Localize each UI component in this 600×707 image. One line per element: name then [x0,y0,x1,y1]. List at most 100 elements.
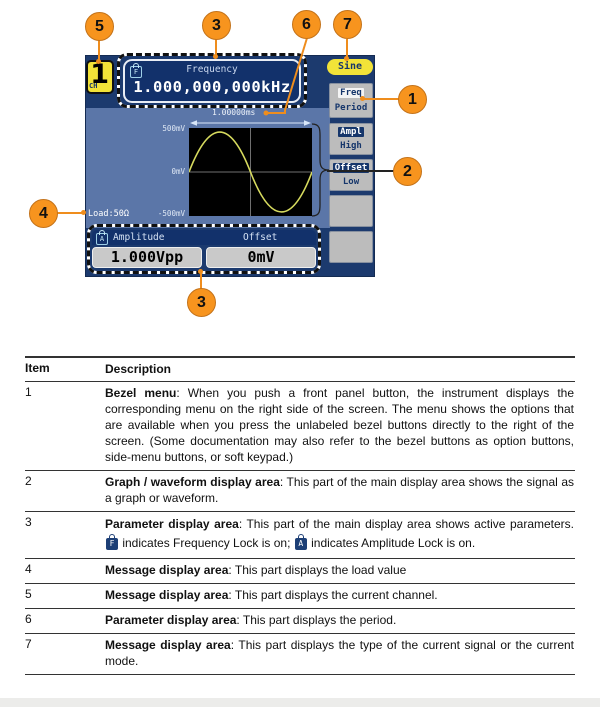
callout-line-5 [98,40,100,62]
callout-3-bottom: 3 [187,288,216,317]
frequency-parameter-box: F Frequency 1.000,000,000kHz [123,59,301,103]
callout-6: 6 [292,10,321,39]
row-term: Parameter display area [105,517,239,531]
row-text: indicates Frequency Lock is on; [119,536,294,550]
table-row: 7 Message display area: This part displa… [25,634,575,675]
parameter-header-bar: A Amplitude Offset [92,229,316,245]
row-text: : This part displays the current channel… [228,588,438,602]
row-description: Parameter display area: This part of the… [105,515,575,553]
row-item-number: 3 [25,515,32,529]
bezel-item-freq: Freq [338,88,364,99]
frequency-label: Frequency [186,64,238,75]
table-header-row: Item Description [25,356,575,382]
bezel-item-low: Low [342,176,360,187]
table-row: 6 Parameter display area: This part disp… [25,609,575,634]
amplitude-lock-inline-icon: A [294,533,307,550]
period-dimension-line [190,120,311,126]
signal-type-badge: Sine [327,59,373,75]
callout-line-4 [57,212,85,214]
callout-line-1 [363,98,399,100]
callout-dot-7 [344,56,349,61]
amplitude-lock-icon: A [96,229,108,245]
row-description: Message display area: This part displays… [105,637,575,669]
row-text: : This part of the main display area sho… [238,517,575,531]
graph-ymin-label: -500mV [157,209,185,218]
sine-wave-plot [188,128,313,216]
row-description: Graph / waveform display area: This part… [105,474,575,506]
row-term: Bezel menu [105,386,177,400]
callout-2: 2 [393,157,422,186]
channel-badge: CH 1 [86,59,114,94]
row-description: Message display area: This part displays… [105,562,575,578]
page-bottom-strip [0,698,600,707]
row-text: indicates Amplitude Lock is on. [307,536,476,550]
callout-1: 1 [398,85,427,114]
table-row: 1 Bezel menu: When you push a front pane… [25,382,575,471]
row-item-number: 2 [25,474,32,488]
row-description: Parameter display area: This part displa… [105,612,575,628]
bezel-item-offset: Offset [332,163,370,174]
row-term: Graph / waveform display area [105,475,280,489]
table-row: 4 Message display area: This part displa… [25,559,575,584]
callout-dot-3-bottom [198,269,203,274]
period-readout: 1.00000ms [212,108,256,117]
callout-dot-1 [360,96,365,101]
row-item-number: 1 [25,385,32,399]
param-dash-outline [87,224,321,274]
callout-line-3-top [215,39,217,56]
header-item: Item [25,361,50,375]
frequency-lock-icon: F [130,63,142,78]
freq-dash-outline [117,53,307,108]
row-term: Message display area [105,638,231,652]
amplitude-value: 1.000Vpp [92,247,202,268]
bezel-group-offset-low: Offset Low [329,159,373,191]
row-text: : This part displays the period. [236,613,397,627]
bezel-group-empty-2 [329,231,373,263]
item-description-table: Item Description 1 Bezel menu: When you … [25,356,575,675]
row-item-number: 5 [25,587,32,601]
callout-line-6 [263,37,308,116]
channel-prefix: CH [89,82,98,90]
callout-5: 5 [85,12,114,41]
graph-ymax-label: 500mV [162,124,185,133]
row-text: : This part displays the load value [228,563,407,577]
bezel-item-period: Period [334,102,368,113]
bezel-group-ampl-high: Ampl High [329,123,373,155]
callout-3-top: 3 [202,11,231,40]
callout-dot-5 [96,59,101,64]
graph-ymid-label: 0mV [171,167,185,176]
amplitude-label: Amplitude [113,232,165,243]
frequency-lock-inline-icon: F [106,533,118,550]
table-row: 2 Graph / waveform display area: This pa… [25,471,575,512]
row-term: Message display area [105,588,229,602]
row-text: : This part of the main display area sho… [105,475,574,505]
callout-dot-4 [81,210,86,215]
frequency-value: 1.000,000,000kHz [133,78,291,96]
row-description: Message display area: This part displays… [105,587,575,603]
row-description: Bezel menu: When you push a front panel … [105,385,575,465]
row-item-number: 7 [25,637,32,651]
header-description: Description [105,362,172,376]
callout-line-2 [327,170,394,172]
bezel-item-high: High [340,140,362,151]
callout-7: 7 [333,10,362,39]
row-term: Parameter display area [105,613,237,627]
row-text: : This part displays the type of the cur… [105,638,575,668]
row-text: : When you push a front panel button, th… [105,386,575,464]
waveform-graph [188,128,313,216]
bezel-group-freq-period: Freq Period [329,83,373,118]
callout-line-7 [346,39,348,58]
bezel-item-ampl: Ampl [338,127,364,138]
table-row: 5 Message display area: This part displa… [25,584,575,609]
bezel-group-empty-1 [329,195,373,227]
channel-number: 1 [90,59,109,90]
row-item-number: 4 [25,562,32,576]
load-message: Load:50Ω [88,209,129,219]
offset-value: 0mV [206,247,316,268]
callout-line-3-bottom [200,273,202,289]
callout-4: 4 [29,199,58,228]
row-item-number: 6 [25,612,32,626]
offset-label: Offset [243,232,278,243]
callout-dot-3-top [213,54,218,59]
